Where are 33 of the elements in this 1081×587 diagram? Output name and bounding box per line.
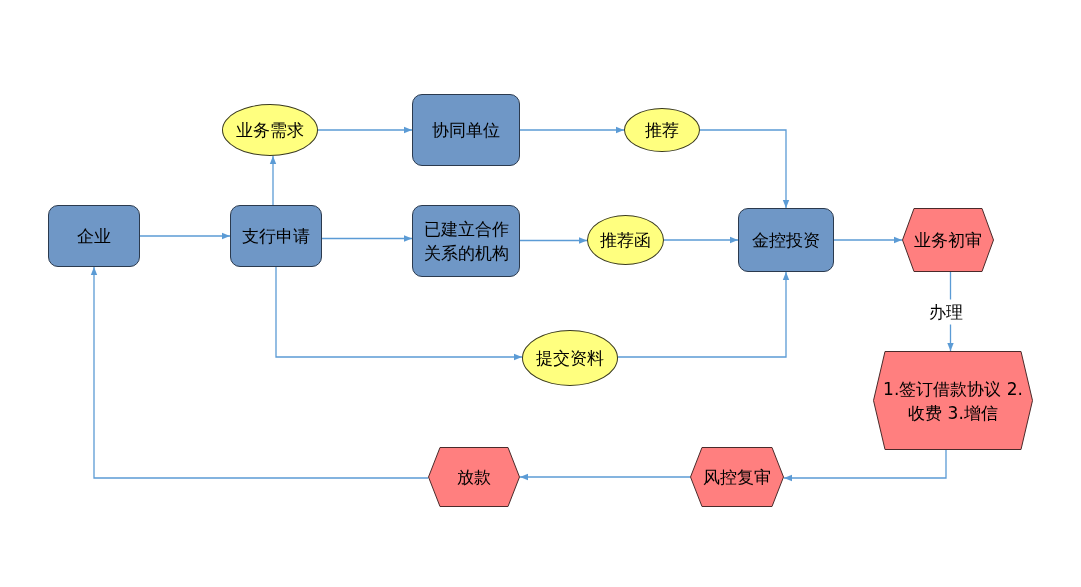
node-label: 金控投资: [751, 229, 821, 252]
node-label: 放款: [456, 466, 492, 489]
arrow: [783, 449, 947, 482]
arrow: [139, 232, 231, 240]
node-label: 业务需求: [235, 119, 305, 142]
node-label: 协同单位: [431, 119, 501, 142]
node-label: 提交资料: [535, 347, 605, 370]
arrow: [269, 155, 277, 206]
edge-label: 办理: [926, 299, 966, 325]
node-label: 业务初审: [913, 229, 983, 252]
node-label: 推荐: [644, 119, 680, 142]
arrow: [833, 236, 903, 244]
arrow: [519, 126, 625, 134]
node-label: 企业: [76, 225, 112, 248]
node-label: 风控复审: [702, 466, 772, 489]
arrow: [321, 235, 413, 242]
arrow: [317, 126, 413, 134]
arrow: [617, 271, 790, 358]
arrow: [519, 473, 691, 481]
process-box: [412, 205, 520, 277]
node-label: 推荐函: [599, 229, 652, 252]
process-box: [48, 205, 140, 267]
process-box: [738, 208, 834, 272]
arrow: [519, 237, 588, 244]
node-label: 已建立合作关系的机构: [422, 218, 510, 265]
arrow: [275, 266, 523, 361]
node-label: 支行申请: [241, 225, 311, 248]
node-label: 1.签订借款协议 2.收费 3.增信: [882, 377, 1024, 425]
arrow: [663, 236, 739, 244]
process-box: [412, 94, 520, 166]
process-box: [230, 205, 322, 267]
arrow: [90, 266, 429, 479]
arrow: [699, 129, 790, 209]
